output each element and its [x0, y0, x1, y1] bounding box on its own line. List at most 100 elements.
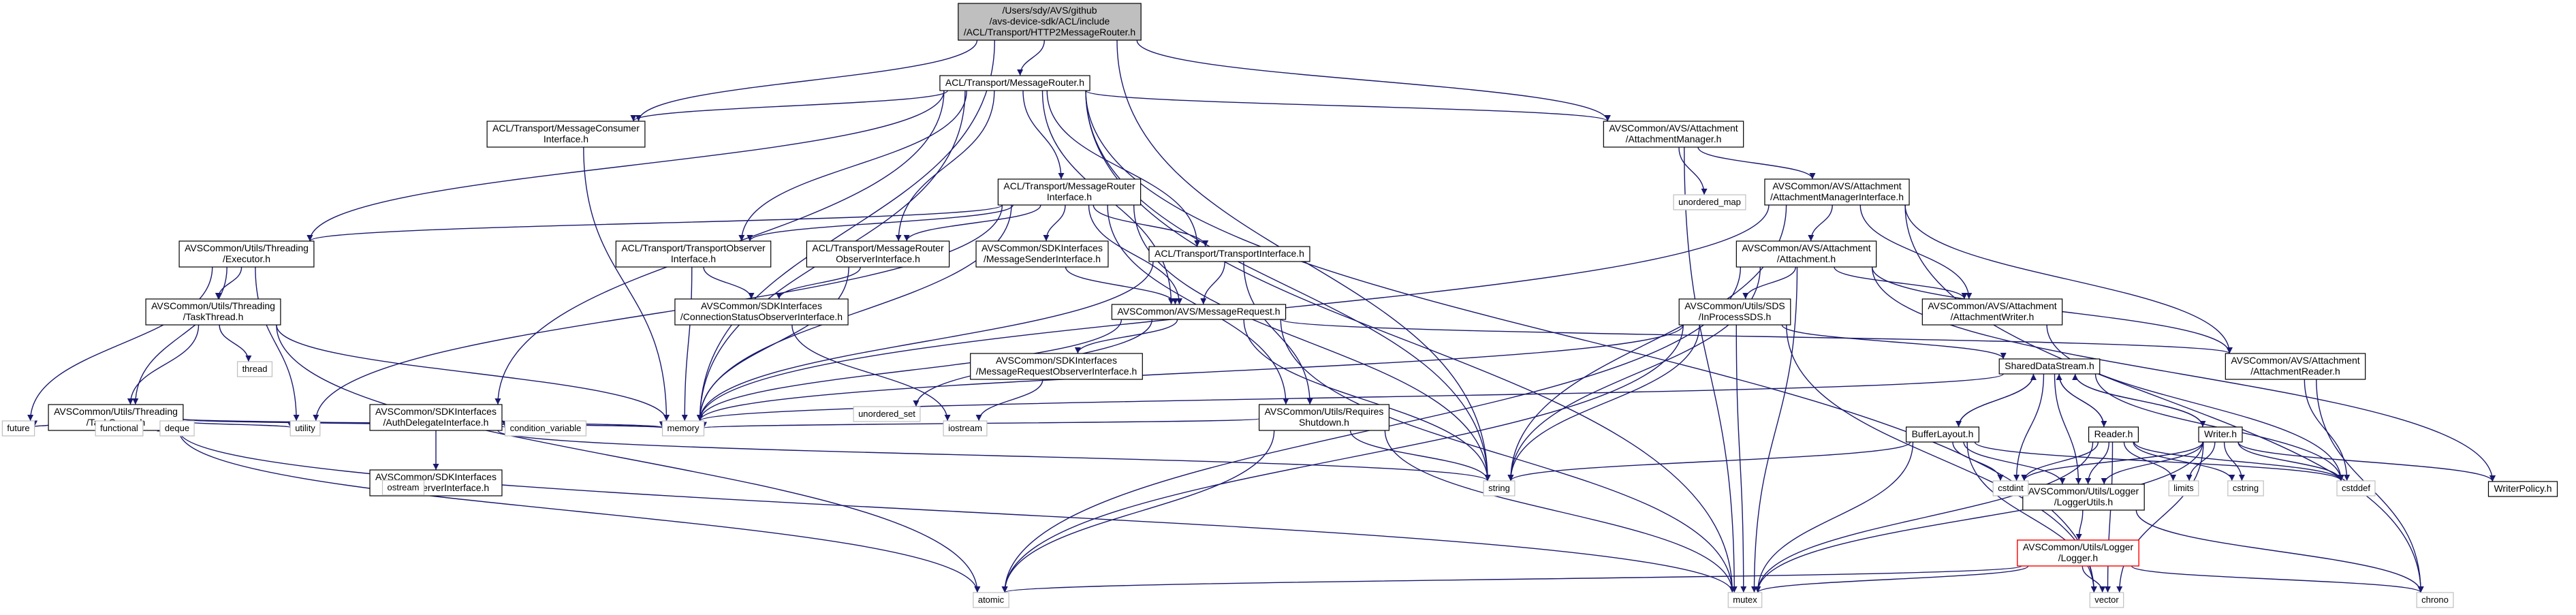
- edge-mr-to-vector: [1085, 90, 2097, 593]
- edge-lu-to-lg: [2075, 509, 2084, 541]
- node-lu[interactable]: AVSCommon/Utils/Logger/LoggerUtils.h: [2022, 484, 2145, 511]
- node-att[interactable]: AVSCommon/AVS/Attachment/Attachment.h: [1735, 240, 1877, 268]
- edge-sdsh-to-memory: [697, 373, 2004, 422]
- node-ar[interactable]: AVSCommon/AVS/Attachment/AttachmentReade…: [2225, 353, 2366, 380]
- node-cstddef[interactable]: cstddef: [2336, 480, 2376, 496]
- node-iostream[interactable]: iostream: [943, 420, 988, 437]
- node-box: [1998, 358, 2101, 375]
- node-label-line: BufferLayout.h: [1912, 428, 1974, 439]
- edge-mr-to-mri: [1022, 90, 1065, 180]
- node-box: [1678, 298, 1791, 326]
- edge-root-to-am: [1136, 40, 1611, 122]
- node-rd[interactable]: Reader.h: [2088, 426, 2139, 443]
- node-label-line: ObserverInterface.h: [836, 253, 920, 264]
- edge-tq-to-mutex: [178, 430, 1735, 593]
- node-label-line: condition_variable: [510, 423, 582, 433]
- node-label-line: AVSCommon/Utils/Logger: [2028, 486, 2139, 496]
- node-csoi[interactable]: AVSCommon/SDKInterfaces/ConnectionStatus…: [674, 298, 849, 326]
- node-am[interactable]: AVSCommon/AVS/Attachment/AttachmentManag…: [1603, 121, 1744, 148]
- node-um[interactable]: unordered_map: [1673, 194, 1746, 210]
- node-mutex[interactable]: mutex: [1727, 592, 1763, 608]
- node-box: [178, 240, 315, 268]
- node-label-line: deque: [165, 423, 189, 433]
- node-label-line: unordered_map: [1678, 197, 1741, 207]
- node-label-line: thread: [242, 364, 268, 374]
- edge-rs-to-atomic: [1001, 430, 1275, 593]
- node-string[interactable]: string: [1483, 480, 1515, 496]
- node-sdsh[interactable]: SharedDataStream.h: [1998, 358, 2101, 375]
- node-label-line: /Users/sdy/AVS/github: [1002, 5, 1097, 16]
- node-tmro[interactable]: ACL/Transport/MessageRouterObserverInter…: [806, 240, 950, 268]
- node-wr[interactable]: Writer.h: [2198, 426, 2243, 443]
- node-lg[interactable]: AVSCommon/Utils/Logger/Logger.h: [2017, 539, 2139, 567]
- node-us[interactable]: unordered_set: [853, 406, 921, 422]
- edge-ti-to-memory: [697, 261, 1154, 422]
- edge-sds-to-atomic: [1001, 324, 1684, 593]
- node-label-line: functional: [100, 423, 138, 433]
- node-thread[interactable]: thread: [236, 361, 273, 377]
- node-limits[interactable]: limits: [2168, 480, 2199, 496]
- node-vector[interactable]: vector: [2089, 592, 2124, 608]
- node-box: [95, 420, 144, 437]
- node-label-line: AVSCommon/SDKInterfaces: [701, 300, 822, 311]
- node-tt[interactable]: AVSCommon/Utils/Threading/TaskThread.h: [145, 298, 281, 326]
- node-box: [1905, 426, 1980, 443]
- node-tto[interactable]: ACL/Transport/TransportObserverInterface…: [615, 240, 772, 268]
- edge-wr-to-mutex: [1755, 441, 2203, 593]
- node-utility[interactable]: utility: [289, 420, 321, 437]
- node-label-line: AVSCommon/Utils/Threading: [185, 242, 309, 253]
- edge-wr-to-wp: [2237, 441, 2496, 482]
- node-atomic[interactable]: atomic: [973, 592, 1009, 608]
- edge-exec-to-tt: [215, 266, 242, 300]
- edge-am-to-ami: [1697, 146, 1816, 180]
- node-root[interactable]: /Users/sdy/AVS/github/avs-device-sdk/ACL…: [958, 3, 1142, 41]
- node-adi[interactable]: AVSCommon/SDKInterfaces/AuthDelegateInte…: [369, 404, 503, 431]
- node-box: [2487, 481, 2558, 497]
- node-label-line: AVSCommon/SDKInterfaces: [981, 242, 1103, 253]
- node-label-line: AVSCommon/AVS/MessageRequest.h: [1117, 306, 1280, 317]
- node-sds[interactable]: AVSCommon/Utils/SDS/InProcessSDS.h: [1678, 298, 1791, 326]
- node-cstring[interactable]: cstring: [2227, 480, 2264, 496]
- edge-wr-to-cstring: [2223, 441, 2245, 482]
- edge-mr-to-mc: [630, 90, 948, 122]
- node-ti[interactable]: ACL/Transport/TransportInterface.h: [1148, 246, 1310, 262]
- node-label-line: /TaskThread.h: [183, 311, 244, 322]
- node-label-line: cstring: [2233, 483, 2259, 493]
- node-box: [1111, 304, 1287, 320]
- node-functional[interactable]: functional: [95, 420, 144, 437]
- node-msi[interactable]: AVSCommon/SDKInterfaces/MessageSenderInt…: [975, 240, 1109, 268]
- node-box: [1735, 240, 1877, 268]
- node-mr[interactable]: ACL/Transport/MessageRouter.h: [939, 75, 1090, 91]
- node-label-line: /AttachmentManager.h: [1626, 133, 1722, 144]
- edge-wr-to-vector: [2116, 441, 2204, 593]
- node-cv[interactable]: condition_variable: [505, 420, 586, 437]
- edge-att-to-sds: [1742, 266, 1796, 300]
- node-aw[interactable]: AVSCommon/AVS/Attachment/AttachmentWrite…: [1921, 298, 2063, 326]
- node-label-line: /Attachment.h: [1777, 253, 1836, 264]
- node-deque[interactable]: deque: [159, 420, 195, 437]
- node-cstdint[interactable]: cstdint: [1992, 480, 2029, 496]
- edge-mr-to-exec: [307, 90, 945, 242]
- node-exec[interactable]: AVSCommon/Utils/Threading/Executor.h: [178, 240, 315, 268]
- node-bl[interactable]: BufferLayout.h: [1905, 426, 1980, 443]
- node-memory[interactable]: memory: [661, 420, 705, 437]
- node-chrono[interactable]: chrono: [2416, 592, 2454, 608]
- edge-aw-to-cstddef: [2046, 324, 2344, 482]
- node-mreq[interactable]: AVSCommon/AVS/MessageRequest.h: [1111, 304, 1287, 320]
- edge-mreq-to-mutex: [1280, 319, 1735, 593]
- edge-tt-to-memory: [276, 324, 670, 422]
- node-wp[interactable]: WriterPolicy.h: [2487, 481, 2558, 497]
- edge-mr-to-tmro: [895, 90, 995, 242]
- node-future[interactable]: future: [1, 420, 35, 437]
- node-mroi[interactable]: AVSCommon/SDKInterfaces/MessageRequestOb…: [970, 353, 1143, 380]
- edge-mr-to-am: [1085, 90, 1611, 122]
- node-label-line: /AuthDelegateInterface.h: [383, 417, 489, 428]
- node-ami[interactable]: AVSCommon/AVS/Attachment/AttachmentManag…: [1764, 178, 1910, 206]
- node-label-line: AVSCommon/Utils/SDS: [1684, 300, 1785, 311]
- node-label-line: /avs-device-sdk/ACL/include: [990, 16, 1110, 27]
- node-ostream[interactable]: ostream: [381, 479, 425, 496]
- node-label-line: vector: [2094, 595, 2119, 605]
